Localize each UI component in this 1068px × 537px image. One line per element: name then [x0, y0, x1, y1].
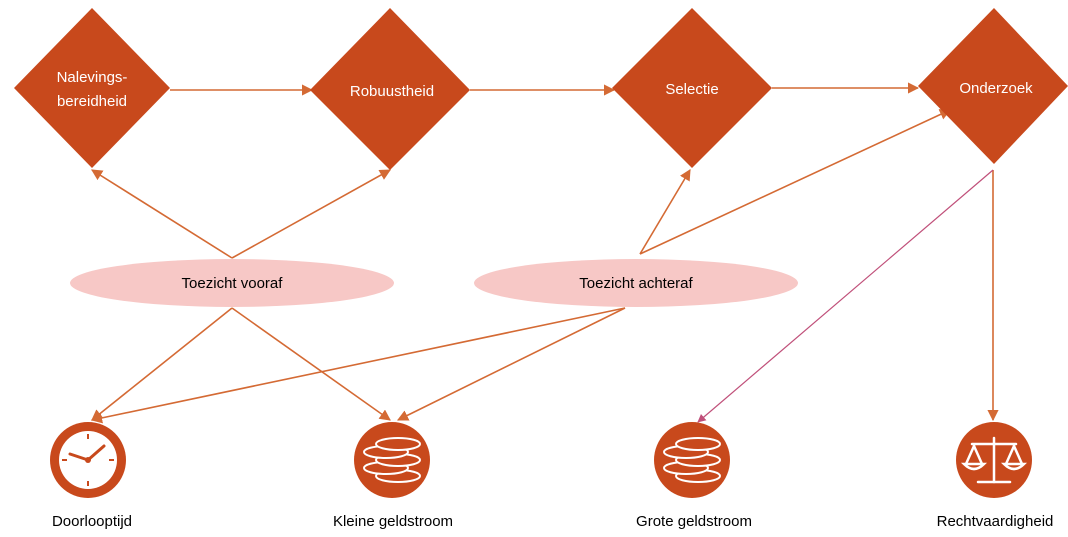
diamond-label: Robuustheid: [350, 83, 434, 100]
arrow-vooraf-to-robuustheid: [231, 169, 391, 259]
diamond-label: Selectie: [665, 81, 718, 98]
clock-icon: [50, 422, 126, 498]
oval-toezicht-achteraf: Toezicht achteraf: [474, 259, 798, 307]
arrow-vooraf-to-doorlooptijd: [91, 307, 233, 421]
diamond-selectie: Selectie: [612, 8, 772, 168]
label-grote-geldstroom: Grote geldstroom: [636, 513, 752, 530]
oval-label: Toezicht vooraf: [182, 275, 284, 292]
arrow-achteraf-to-kleine-geldstroom: [396, 307, 626, 421]
label-rechtvaardigheid: Rechtvaardigheid: [936, 513, 1054, 530]
arrow-vooraf-to-naleving: [91, 169, 233, 259]
diamond-nalevingsbereidheid: Nalevings- bereidheid: [14, 8, 170, 168]
oval-toezicht-vooraf: Toezicht vooraf: [70, 259, 394, 307]
diamond-onderzoek: Onderzoek: [918, 8, 1068, 164]
coins-icon: [654, 422, 730, 498]
arrow-achteraf-to-doorlooptijd: [90, 307, 626, 424]
diamond-label-line2: bereidheid: [57, 93, 127, 110]
diamond-label-line1: Nalevings-: [57, 69, 128, 86]
coins-icon: [354, 422, 430, 498]
arrow-achteraf-to-selectie: [639, 169, 691, 255]
oval-label: Toezicht achteraf: [579, 275, 693, 292]
arrow-vooraf-to-kleine-geldstroom: [231, 307, 391, 421]
label-doorlooptijd: Doorlooptijd: [51, 513, 133, 530]
arrow-achteraf-to-onderzoek: [639, 109, 952, 255]
scales-icon: [956, 422, 1032, 498]
diamond-label: Onderzoek: [959, 80, 1033, 97]
arrow-onderzoek-to-grote-geldstroom: [697, 169, 994, 423]
label-kleine-geldstroom: Kleine geldstroom: [332, 513, 454, 530]
diamond-robuustheid: Robuustheid: [310, 8, 470, 170]
